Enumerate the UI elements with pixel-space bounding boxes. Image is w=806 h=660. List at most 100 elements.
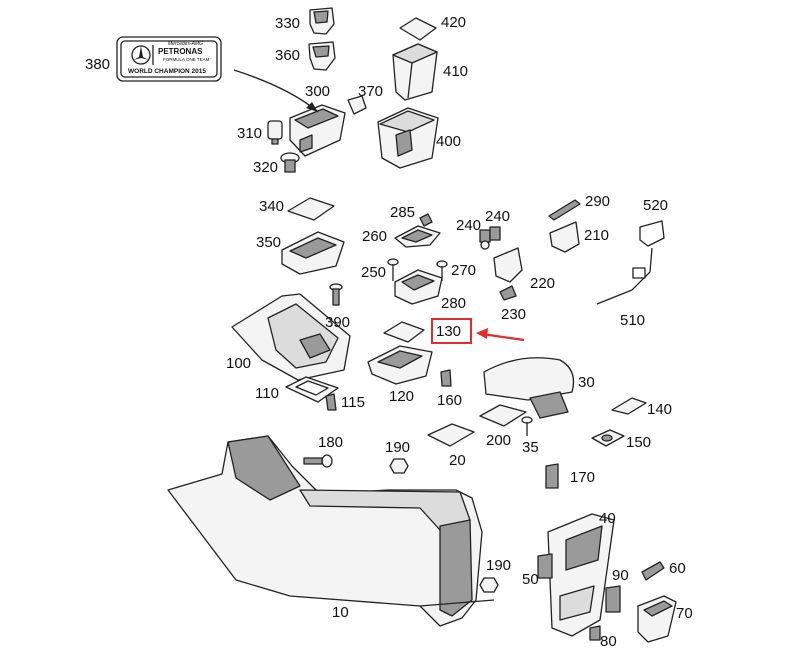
part-10-icon — [167, 435, 495, 627]
part-510-icon — [596, 247, 653, 305]
part-170-icon — [545, 463, 559, 489]
part-350-icon — [281, 231, 345, 275]
part-35-icon — [521, 416, 533, 436]
callout-70: 70 — [676, 605, 693, 622]
highlight-arrow — [481, 332, 525, 342]
part-150-icon — [591, 429, 625, 447]
part-300-icon — [289, 104, 346, 157]
part-110-icon — [285, 376, 339, 403]
callout-130: 130 — [436, 323, 462, 340]
callout-285: 285 — [390, 204, 416, 221]
callout-300: 300 — [305, 83, 331, 100]
callout-340: 340 — [259, 198, 285, 215]
callout-250: 250 — [361, 264, 387, 281]
part-380-badge — [116, 36, 222, 82]
part-260-icon — [394, 225, 441, 248]
callout-230: 230 — [501, 306, 527, 323]
callout-380: 380 — [85, 56, 111, 73]
part-420-icon — [399, 17, 437, 41]
callout-510: 510 — [620, 312, 646, 329]
callout-350: 350 — [256, 234, 282, 251]
callout-260: 260 — [362, 228, 388, 245]
part-160-icon — [440, 369, 452, 387]
part-340-icon — [287, 197, 335, 221]
callout-370: 370 — [358, 83, 384, 100]
callout-40: 40 — [599, 510, 616, 527]
highlight-arrowhead — [476, 328, 488, 339]
callout-60: 60 — [669, 560, 686, 577]
part-70-icon — [637, 595, 677, 643]
part-410-icon — [392, 43, 438, 101]
part-360-icon — [308, 41, 336, 71]
part-130-icon — [383, 321, 425, 343]
callout-100: 100 — [226, 355, 252, 372]
callout-140: 140 — [647, 401, 673, 418]
callout-390: 390 — [325, 314, 351, 331]
part-115-icon — [325, 393, 337, 411]
callout-160: 160 — [437, 392, 463, 409]
callout-30: 30 — [578, 374, 595, 391]
part-20-icon — [427, 423, 475, 447]
callout-210: 210 — [584, 227, 610, 244]
callout-410: 410 — [443, 63, 469, 80]
callout-400: 400 — [436, 133, 462, 150]
callout-35: 35 — [522, 439, 539, 456]
callout-520: 520 — [643, 197, 669, 214]
highlight-box-130 — [431, 318, 472, 344]
callout-115: 115 — [341, 394, 365, 411]
part-140-icon — [611, 397, 647, 415]
badge-brand: PETRONAS — [158, 47, 203, 56]
badge-brand-small: Mercedes-AMG — [168, 41, 204, 47]
part-60-icon — [641, 561, 665, 581]
part-40-icon — [547, 513, 615, 637]
callout-190-b: 190 — [486, 557, 512, 574]
part-240-icon — [479, 226, 501, 250]
callout-170: 170 — [570, 469, 596, 486]
part-220-icon — [493, 247, 523, 283]
callout-240-b: 240 — [485, 208, 511, 225]
part-320-icon — [280, 152, 300, 173]
callout-80: 80 — [600, 633, 617, 650]
part-310-icon — [267, 120, 283, 145]
callout-200: 200 — [486, 432, 512, 449]
callout-330: 330 — [275, 15, 301, 32]
callout-90: 90 — [612, 567, 629, 584]
callout-270: 270 — [451, 262, 477, 279]
callout-110: 110 — [255, 385, 279, 402]
part-80-icon — [589, 625, 601, 641]
part-285-icon — [419, 213, 433, 227]
part-330-icon — [309, 7, 335, 35]
part-30-icon — [483, 357, 575, 419]
part-210-icon — [549, 221, 580, 253]
part-370-icon — [347, 95, 367, 115]
part-200-icon — [479, 404, 527, 427]
part-50-icon — [537, 553, 553, 579]
callout-240-a: 240 — [456, 217, 482, 234]
part-180-icon — [303, 454, 333, 468]
part-190-nut-lower-icon — [479, 577, 499, 593]
callout-320: 320 — [253, 159, 279, 176]
part-230-icon — [499, 285, 517, 301]
part-390-icon — [329, 283, 343, 306]
part-520-icon — [639, 220, 665, 247]
callout-280: 280 — [441, 295, 467, 312]
callout-10: 10 — [332, 604, 349, 621]
part-400-icon — [377, 107, 439, 169]
callout-420: 420 — [441, 14, 467, 31]
callout-220: 220 — [530, 275, 556, 292]
leader-380-arrowhead — [306, 102, 318, 112]
callout-310: 310 — [237, 125, 263, 142]
part-290-icon — [548, 199, 581, 221]
callout-190-a: 190 — [385, 439, 411, 456]
badge-sub: FORMULA ONE TEAM — [163, 57, 210, 62]
part-190-nut-icon — [389, 458, 409, 474]
callout-290: 290 — [585, 193, 611, 210]
part-90-icon — [605, 585, 621, 613]
callout-50: 50 — [522, 571, 539, 588]
part-120-icon — [367, 345, 433, 385]
callout-120: 120 — [389, 388, 415, 405]
part-280-icon — [394, 269, 443, 305]
part-100-icon — [231, 293, 351, 381]
